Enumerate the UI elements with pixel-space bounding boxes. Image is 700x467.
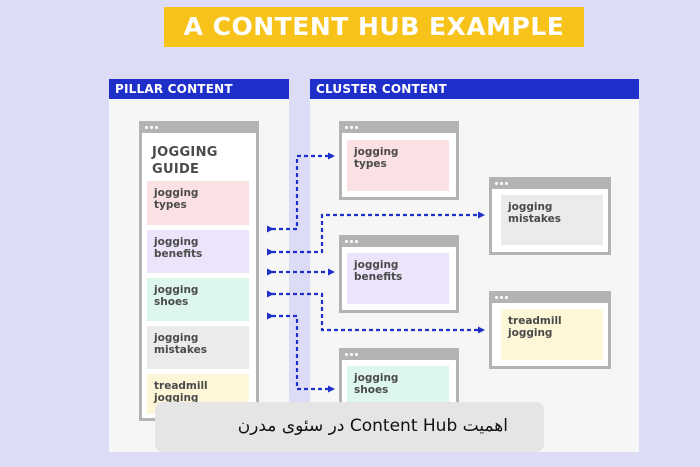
arrow-treadmill (267, 290, 485, 334)
cluster-header: CLUSTER CONTENT (310, 79, 639, 99)
arrow-mistakes (267, 211, 485, 256)
title-banner: A CONTENT HUB EXAMPLE (164, 7, 584, 47)
caption-text: اهمیت Content Hub در سئوی مدرن (237, 416, 508, 436)
pillar-header: PILLAR CONTENT (109, 79, 289, 99)
pillar-page-title: JOGGING GUIDE (152, 145, 218, 177)
arrow-types (267, 152, 335, 233)
diagram-title: A CONTENT HUB EXAMPLE (183, 12, 565, 41)
arrow-shoes (267, 312, 335, 393)
window-titlebar (142, 124, 256, 133)
caption-box: اهمیت Content Hub در سئوی مدرن (155, 402, 544, 452)
